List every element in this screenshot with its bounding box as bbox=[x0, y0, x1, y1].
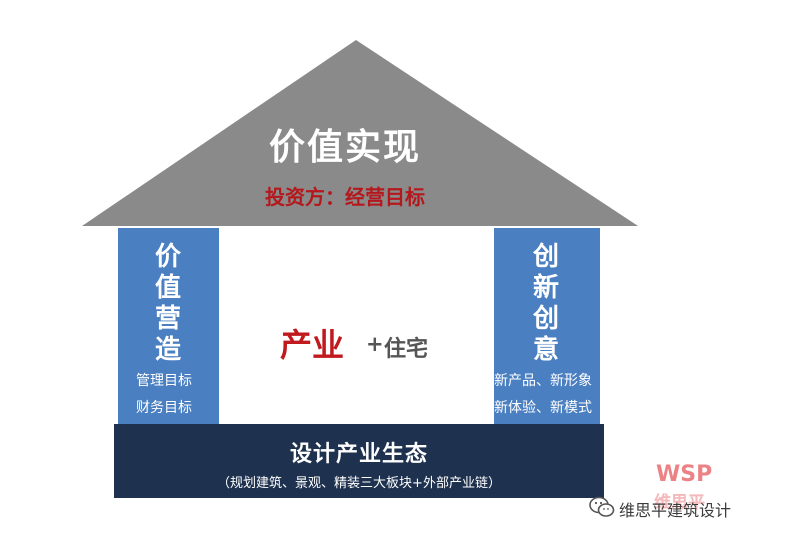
roof-subtitle: 投资方：经营目标 bbox=[265, 185, 425, 209]
right-pillar-line: 新产品、新形象 bbox=[494, 373, 592, 389]
watermark-account-name: 维思平建筑设计 bbox=[619, 501, 732, 520]
right-pillar-char: 创 bbox=[532, 304, 559, 334]
wechat-icon bbox=[589, 496, 615, 517]
watermark-logo-cn: 维思平 bbox=[654, 493, 705, 513]
center-room bbox=[219, 228, 494, 424]
left-pillar-line: 财务目标 bbox=[136, 400, 192, 416]
left-pillar bbox=[118, 228, 219, 424]
right-pillar-char: 新 bbox=[532, 273, 559, 303]
center-plus: + bbox=[366, 332, 384, 356]
base-subtitle: （规划建筑、景观、精装三大板块+外部产业链） bbox=[217, 476, 501, 491]
right-pillar bbox=[494, 228, 600, 424]
left-pillar-line: 管理目标 bbox=[136, 373, 192, 389]
base-foundation bbox=[114, 424, 604, 498]
right-pillar-char: 意 bbox=[532, 335, 559, 365]
left-pillar-char: 值 bbox=[154, 273, 181, 303]
center-main-text: 产业 bbox=[280, 326, 345, 364]
watermark-logo: WSP bbox=[656, 462, 713, 487]
right-pillar-title: 创 新 创 意 bbox=[526, 242, 566, 366]
center-sub-text: 住宅 bbox=[384, 337, 429, 362]
base-title: 设计产业生态 bbox=[289, 442, 428, 467]
left-pillar-title: 价 值 营 造 bbox=[148, 242, 188, 366]
left-pillar-char: 价 bbox=[154, 242, 181, 272]
left-pillar-char: 造 bbox=[154, 335, 181, 365]
roof-title: 价值实现 bbox=[268, 127, 421, 168]
right-pillar-char: 创 bbox=[532, 242, 559, 272]
right-pillar-line: 新体验、新模式 bbox=[494, 400, 592, 416]
left-pillar-char: 营 bbox=[154, 304, 181, 334]
